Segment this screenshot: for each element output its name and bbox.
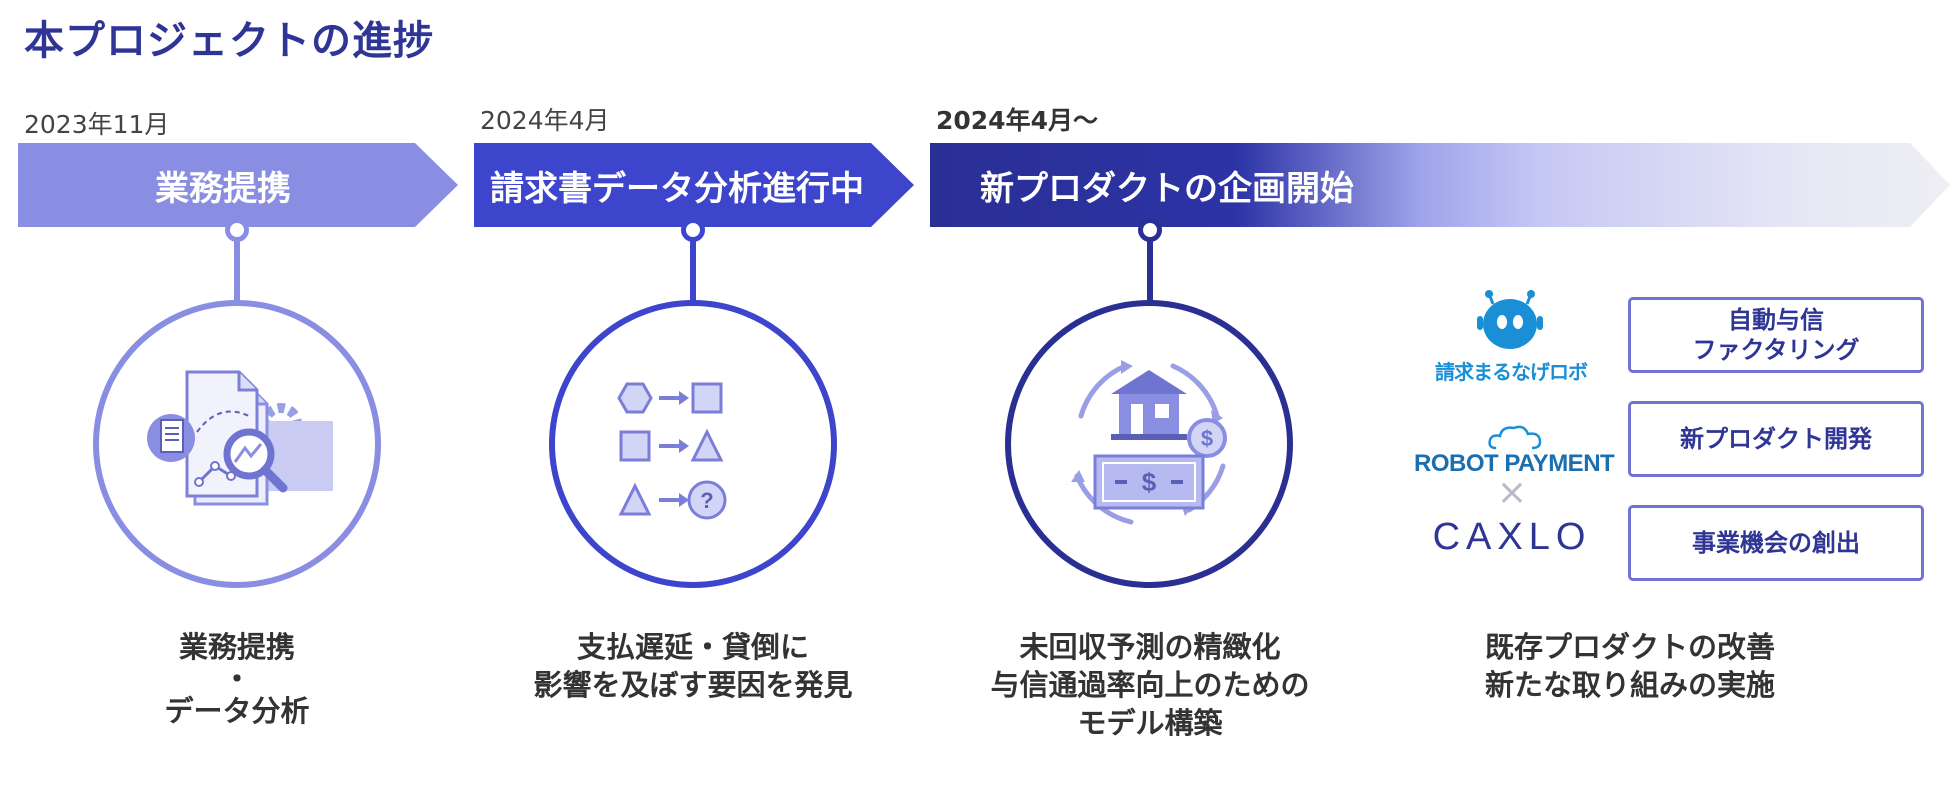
phase-2-circle: ?: [549, 300, 837, 588]
phase-1-arrow: 業務提携: [18, 143, 458, 227]
phase-1-dot: [225, 218, 249, 242]
phase-3-caption: 未回収予測の精緻化 与信通過率向上のための モデル構築: [960, 628, 1340, 742]
outcome-box-line: 新プロダクト開発: [1680, 425, 1872, 453]
phase-3-caption-line: モデル構築: [1077, 706, 1223, 740]
phase-2-caption-line: 支払遅延・貸倒に: [576, 630, 809, 664]
page-title: 本プロジェクトの進捗: [24, 18, 434, 64]
phase-1-caption: 業務提携 ・ データ分析: [89, 628, 385, 730]
phase-3-circle: $ $: [1005, 300, 1293, 588]
phase-3-date: 2024年4月〜: [936, 106, 1098, 135]
svg-text:$: $: [1142, 467, 1157, 497]
phase-2-date: 2024年4月: [480, 106, 610, 135]
phase-1-caption-line: 業務提携: [178, 630, 295, 664]
phase-2-arrow-label: 請求書データ分析進行中: [490, 168, 864, 209]
factor-discovery-icon: ?: [617, 382, 727, 520]
phase-1-circle: [93, 300, 381, 588]
caxlo-logo-text: CAXLO: [1432, 516, 1592, 558]
phase-2-arrow: 請求書データ分析進行中: [474, 143, 914, 227]
phase-3-caption-line: 与信通過率向上のための: [990, 668, 1310, 702]
phase-1-arrow-label: 業務提携: [155, 168, 291, 209]
phase-3-arrow-label: 新プロダクトの企画開始: [980, 168, 1354, 209]
svg-text:?: ?: [700, 488, 713, 513]
money-cycle-icon: $ $: [1071, 360, 1227, 525]
outcome-box-business-opportunity: 事業機会の創出: [1628, 505, 1924, 581]
robot-mascot-logo: [1477, 290, 1543, 349]
svg-text:$: $: [1201, 426, 1213, 451]
phase-2-dot: [681, 218, 705, 242]
phase-3-arrow: 新プロダクトの企画開始: [930, 143, 1950, 227]
outcome-box-line: ファクタリング: [1692, 336, 1860, 364]
phase-1-caption-line: データ分析: [164, 694, 310, 728]
times-mark: ×: [1496, 472, 1528, 513]
phase-1-date: 2023年11月: [24, 110, 170, 139]
outcome-box-new-product: 新プロダクト開発: [1628, 401, 1924, 477]
robo-logo-text: 請求まるなげロボ: [1435, 360, 1588, 384]
cloud-icon: [1488, 425, 1542, 450]
future-caption-line: 新たな取り組みの実施: [1484, 668, 1775, 702]
phase-1-connector: [234, 240, 240, 304]
phase-3-dot: [1138, 218, 1162, 242]
robot-payment-logo-text: ROBOT PAYMENT: [1414, 450, 1615, 477]
future-caption-line: 既存プロダクトの改善: [1484, 630, 1775, 664]
phase-2-caption-line: 影響を及ぼす要因を発見: [533, 668, 853, 702]
phase-2-caption: 支払遅延・貸倒に 影響を及ぼす要因を発見: [500, 628, 886, 704]
phase-3-caption-line: 未回収予測の精緻化: [1019, 630, 1281, 664]
outcome-box-line: 事業機会の創出: [1692, 529, 1860, 557]
data-analysis-icon: [147, 370, 333, 506]
outcome-box-line: 自動与信: [1728, 306, 1824, 334]
phase-2-connector: [690, 240, 696, 304]
phase-1-caption-line: ・: [222, 662, 252, 696]
future-caption: 既存プロダクトの改善 新たな取り組みの実施: [1460, 628, 1800, 704]
phase-3-connector: [1147, 240, 1153, 304]
outcome-box-factoring: 自動与信 ファクタリング: [1628, 297, 1924, 373]
